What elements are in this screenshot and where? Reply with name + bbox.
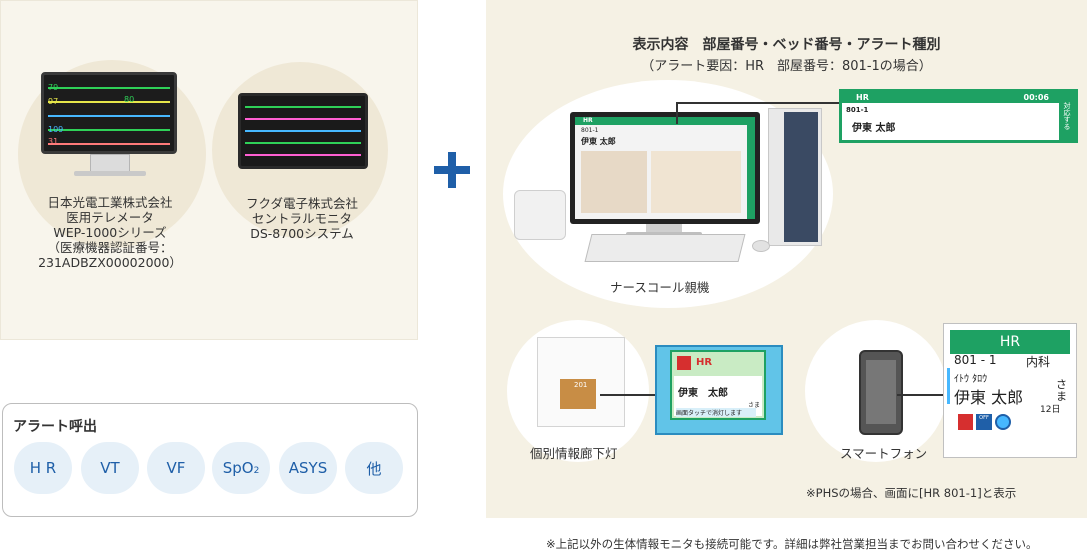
certification-number: 231ADBZX00002000） [38,255,182,270]
alert-pill-label: VF [166,459,186,477]
alert-pill-hr: H R [14,442,72,494]
phs-name: 伊東 太郎 [954,388,1024,407]
connector-line [600,394,656,396]
alert-pill-subscript: 2 [253,466,260,476]
alert-lamp-icon [677,356,691,370]
handset-icon [514,190,566,240]
alert-pill-label: SpO [222,459,254,477]
central-monitor-caption: フクダ電子株式会社 セントラルモニタ DS-8700システム [214,196,390,241]
corridor-panel-name: 伊東 太郎 [678,388,728,399]
screen-alert: HR [583,117,593,124]
phs-suffix: さ [1056,378,1067,391]
screen-room: 801-1 [581,127,599,134]
certification-label: （医療機器認証番号： [47,240,173,255]
card-time: 00:06 [1023,93,1049,102]
manufacturer-name: フクダ電子株式会社 [245,196,358,211]
connector-line [676,102,840,104]
display-content-title: 表示内容 部屋番号・ベッド番号・アラート種別 [632,37,941,53]
vital-value: 79 [48,83,59,92]
alert-pill-vt: VT [81,442,139,494]
vital-value: 109 [48,125,64,134]
alert-pill-other: 他 [345,442,403,494]
connector-line [897,394,945,396]
corridor-panel-suffix: さま [748,402,761,409]
alert-pill-asys: ASYS [279,442,337,494]
vital-value: 80 [124,95,135,104]
card-name: 伊東 太郎 [852,123,896,134]
status-icon [995,414,1011,430]
corridor-lamp-number: 201 [574,381,588,389]
screen-name: 伊東 太郎 [581,137,616,146]
device-model: WEP-1000シリーズ [53,225,167,240]
priority-icon [958,414,973,430]
connector-line [676,102,678,124]
phs-department: 内科 [1026,355,1051,369]
manufacturer-name: 日本光電工業株式会社 [47,195,173,210]
smartphone-label: スマートフォン [840,446,928,461]
card-alert: HR [856,93,869,102]
phs-suffix: ま [1056,390,1067,403]
alert-pill-label: 他 [366,459,382,478]
alert-pill-label: ASYS [288,459,328,477]
phs-room: 801 - 1 [954,353,997,367]
device-type: セントラルモニタ [251,211,352,226]
mouse-icon [752,240,770,252]
pc-tower-side [784,112,818,242]
plus-icon [434,152,470,188]
alert-pill-vf: VF [147,442,205,494]
pc-monitor-icon: HR 801-1 伊東 太郎 [570,112,760,224]
vital-value: 31 [48,137,59,146]
phs-day: 12日 [1040,405,1061,415]
phs-kana: ｲﾄｳ ﾀﾛｳ [954,374,988,385]
phs-note: ※PHSの場合、画面に[HR 801-1]と表示 [806,486,1017,500]
alert-pill-label: H R [29,459,57,477]
alert-display-card: HR 00:06 801-1 伊東 太郎 対応する [839,89,1078,143]
keyboard-icon [584,234,746,262]
corridor-lamp: 201 [560,379,596,409]
alert-pill-label: VT [100,459,120,477]
corridor-panel-footer: 画面タッチで消灯します [676,408,756,417]
card-room: 801-1 [846,106,869,114]
corridor-light-label: 個別情報廊下灯 [530,446,618,461]
footer-note: ※上記以外の生体情報モニタも接続可能です。詳細は弊社営業担当までお問い合わせくだ… [546,537,1038,551]
display-content-subtitle: （アラート要因：HR 部屋番号：801-1の場合） [641,59,932,74]
device-model: DS-8700システム [250,226,354,241]
off-icon: OFF [976,414,992,430]
smartphone-screen-display: HR 801 - 1 内科 ｲﾄｳ ﾀﾛｳ 伊東 太郎 さ ま 12日 OFF [943,323,1077,458]
card-respond-label: 対応する [1059,92,1075,140]
vital-value: 97 [48,97,59,106]
alert-types-title: アラート呼出 [13,419,97,435]
telemeter-caption: 日本光電工業株式会社 医用テレメータ WEP-1000シリーズ （医療機器認証番… [10,195,210,270]
corridor-panel-alert: HR [696,357,713,368]
nurse-call-label: ナースコール親機 [610,280,710,295]
device-type: 医用テレメータ [66,210,154,225]
phs-alert: HR [950,330,1070,354]
